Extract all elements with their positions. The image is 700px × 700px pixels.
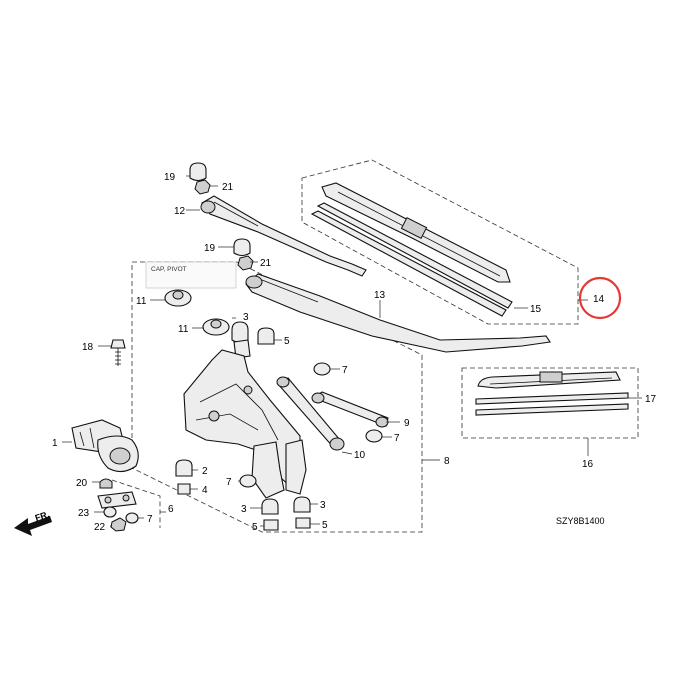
callout-6: 6: [168, 504, 174, 515]
callout-7: 7: [147, 514, 153, 525]
bushing-3-mid[interactable]: [233, 339, 251, 359]
svg-text:FR.: FR.: [34, 509, 51, 523]
callout-1: 1: [52, 438, 58, 449]
callout-16: 16: [582, 459, 594, 470]
wiper-arm-12[interactable]: [200, 195, 367, 277]
fastener-group-6-outline: [111, 479, 161, 528]
callout-21: 21: [260, 258, 272, 269]
blade-rubber-15[interactable]: [310, 202, 513, 317]
callout-3: 3: [241, 504, 247, 515]
callout-5: 5: [284, 336, 290, 347]
cap-19-lower[interactable]: [233, 238, 251, 257]
pivot-cap-label: CAP, PIVOT: [151, 266, 187, 273]
wiper-motor-1[interactable]: [71, 419, 139, 473]
bushing-3-lower-right[interactable]: [293, 496, 311, 513]
callout-3: 3: [320, 500, 326, 511]
wiper-linkage-frame[interactable]: [183, 349, 307, 499]
callout-20: 20: [76, 478, 88, 489]
callout-19: 19: [164, 172, 176, 183]
callout-15: 15: [530, 304, 542, 315]
wiper-arm-13[interactable]: [245, 273, 551, 353]
wiper-blade-16[interactable]: [477, 371, 621, 389]
grommet-5-lower-left[interactable]: [263, 519, 279, 531]
callout-4: 4: [202, 485, 208, 496]
bushing-7-c[interactable]: [239, 474, 257, 488]
bushing-3-lower-left[interactable]: [261, 498, 279, 515]
pivot-cap-11-lower[interactable]: [202, 318, 230, 336]
bushing-7-d[interactable]: [125, 512, 139, 524]
clip-20[interactable]: [99, 478, 113, 489]
bushing-3-upper[interactable]: [231, 321, 249, 344]
callout-5: 5: [322, 520, 328, 531]
callout-10: 10: [354, 450, 366, 461]
callout-18: 18: [82, 342, 94, 353]
callout-11: 11: [136, 296, 147, 307]
blade-group-14-outline: [301, 159, 579, 325]
callout-14: 14: [593, 294, 605, 305]
washer-22[interactable]: [110, 517, 127, 532]
bushing-7-a[interactable]: [313, 362, 331, 376]
callout-19: 19: [204, 243, 216, 254]
nut-21-upper[interactable]: [194, 179, 211, 195]
callout-8: 8: [444, 456, 450, 467]
front-direction-arrow-icon: FR.: [14, 509, 52, 536]
callout-11: 11: [178, 324, 189, 335]
callout-13: 13: [374, 290, 386, 301]
bolt-18[interactable]: [110, 339, 126, 366]
callout-21: 21: [222, 182, 234, 193]
callout-7: 7: [226, 477, 232, 488]
bushing-2[interactable]: [175, 459, 193, 477]
callout-3: 3: [243, 312, 249, 323]
callout-2: 2: [202, 466, 208, 477]
nut-21-lower[interactable]: [237, 255, 254, 271]
blade-rubber-17[interactable]: [475, 392, 629, 416]
bushing-7-b[interactable]: [365, 429, 383, 443]
callout-5: 5: [252, 522, 258, 533]
pivot-cap-11-upper[interactable]: [164, 289, 192, 307]
grommet-5-lower-right[interactable]: [295, 517, 311, 529]
pivot-cap-box: [145, 261, 237, 289]
callout-7: 7: [394, 433, 400, 444]
diagram-code: SZY8B1400: [556, 516, 605, 526]
callout-7: 7: [342, 365, 348, 376]
callout-9: 9: [404, 418, 410, 429]
callout-23: 23: [78, 508, 90, 519]
nut-23[interactable]: [103, 506, 117, 518]
cap-19-upper[interactable]: [189, 162, 207, 182]
wiper-blade-14[interactable]: [321, 182, 511, 283]
callout-12: 12: [174, 206, 186, 217]
grommet-5-upper[interactable]: [257, 327, 275, 345]
link-rod-10[interactable]: [276, 376, 345, 451]
callout-22: 22: [94, 522, 106, 533]
callout-17: 17: [645, 394, 657, 405]
grommet-4[interactable]: [177, 483, 191, 495]
highlight-circle: [578, 276, 622, 320]
bracket-6[interactable]: [97, 491, 137, 509]
link-rod-9[interactable]: [311, 391, 389, 428]
